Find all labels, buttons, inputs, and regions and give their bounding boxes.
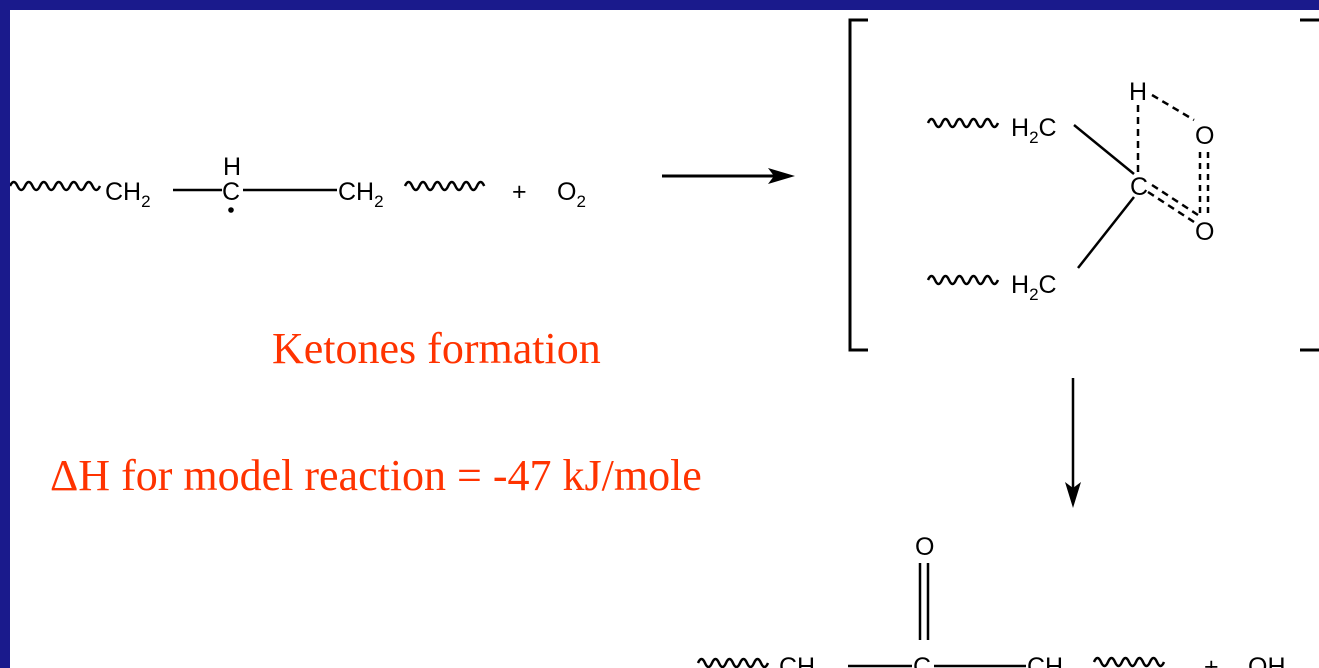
product-carbonyl-carbon: C xyxy=(913,653,931,668)
reactant-ch2-right: CH2 xyxy=(338,178,384,211)
product-chain-wavy-left xyxy=(696,657,770,668)
enthalpy-caption: ΔH for model reaction = -47 kJ/mole xyxy=(50,451,702,500)
product-chain-wavy-right xyxy=(1092,656,1166,668)
product-ch2-left: CH2 xyxy=(779,653,825,668)
intermediate-oxygen-bottom: O xyxy=(1195,218,1214,246)
product-carbonyl-oxygen: O xyxy=(915,533,934,561)
plus-sign-1: + xyxy=(512,178,527,206)
polymer-chain-wavy-right xyxy=(403,180,486,192)
intermediate-h-atom: H xyxy=(1129,78,1147,106)
intermediate-h2c-top: H2C xyxy=(1011,114,1057,147)
left-bracket xyxy=(848,18,868,352)
ketones-formation-caption: Ketones formation xyxy=(272,324,601,373)
slide-canvas: CH2 H C CH2 + O2 H2C H C O O H2C O CH2 C… xyxy=(10,10,1319,668)
intermediate-chain-wavy-top xyxy=(926,117,1000,129)
reactant-h-atom: H xyxy=(223,153,241,181)
intermediate-oxygen-top: O xyxy=(1195,122,1214,150)
product-ch2-right: CH2 xyxy=(1027,653,1073,668)
polymer-chain-wavy-left xyxy=(10,180,102,192)
radical-dot xyxy=(228,207,234,213)
intermediate-center-carbon: C xyxy=(1130,173,1148,201)
intermediate-chain-wavy-bottom xyxy=(926,274,1000,286)
down-arrow-head xyxy=(1065,482,1081,508)
dashed-bond-c-o-a xyxy=(1147,190,1195,224)
reactant-ch2-left: CH2 xyxy=(105,178,151,211)
plus-sign-2: + xyxy=(1204,653,1219,668)
oxygen-molecule: O2 xyxy=(557,178,586,211)
reaction-arrow-head xyxy=(768,168,795,184)
intermediate-h2c-bottom: H2C xyxy=(1011,271,1057,304)
bond-c-ch2-top xyxy=(1073,124,1135,175)
hydroxyl-radical: OH xyxy=(1248,653,1286,668)
dashed-bond-h-o xyxy=(1151,93,1195,122)
bond-c-ch2-bottom xyxy=(1077,196,1135,269)
reaction-scheme: CH2 H C CH2 + O2 H2C H C O O H2C O CH2 C… xyxy=(10,18,1319,668)
reactant-center-carbon: C xyxy=(222,178,240,206)
dashed-bond-c-o-b xyxy=(1151,183,1199,217)
